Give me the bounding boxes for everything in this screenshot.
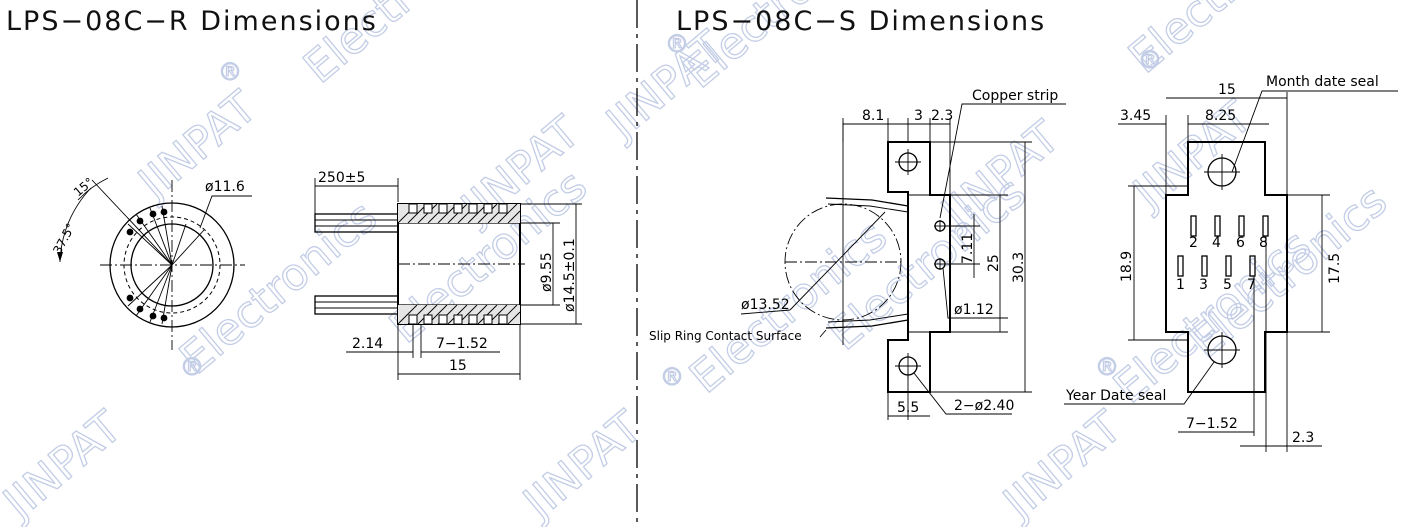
inner-height-label: 25 (986, 254, 1002, 272)
pin-slot (1201, 255, 1208, 277)
pin-number: 4 (1212, 235, 1221, 251)
pitch-offset-label: 2.14 (352, 336, 383, 352)
pin-slot (1238, 215, 1245, 237)
brush-arm (827, 203, 909, 213)
title-right: LPS−08C−S Dimensions (676, 6, 1046, 37)
contact-dot (160, 208, 168, 216)
angle-line (127, 223, 173, 266)
watermark-brand: JINPAT (127, 82, 266, 211)
angle-line (149, 264, 173, 323)
contact-dot (126, 228, 134, 236)
pin-slot (1262, 215, 1269, 237)
pin-slot (1177, 255, 1184, 277)
hole-offset-label: 5.5 (897, 400, 919, 416)
strip-width-3: 2.3 (931, 108, 953, 124)
front-half-width-label: 8.25 (1205, 108, 1236, 124)
front-left-offset-label: 3.45 (1120, 108, 1151, 124)
copper-strip-leader (939, 103, 1066, 219)
watermark-reg-mark: ® (218, 58, 242, 86)
angle-small-label: 15° (71, 175, 96, 199)
angle-arc-small (77, 177, 109, 201)
strip-width-1: 8.1 (862, 108, 884, 124)
pin-number: 2 (1189, 235, 1198, 251)
length-label: 15 (449, 358, 467, 374)
angle-line (161, 264, 173, 325)
watermark-reg-mark: ® (1138, 46, 1162, 74)
outer-circle (109, 202, 235, 328)
mount-hole-leader (913, 372, 1012, 415)
pin-slot (1249, 255, 1256, 277)
watermark-brand: JINPAT (992, 402, 1131, 527)
front-width-label: 15 (1218, 82, 1236, 98)
watermark-reg-mark: ® (665, 30, 689, 58)
watermark-reg-mark: ® (180, 353, 204, 381)
brush-arm (825, 319, 909, 329)
mount-holes-label: 2−ø2.40 (954, 398, 1014, 414)
pin-number: 5 (1223, 277, 1232, 293)
contact-dot (126, 294, 134, 302)
contact-dot (160, 314, 168, 322)
pin-number: 8 (1259, 235, 1268, 251)
bore-circle (130, 223, 214, 307)
pin-diameter-label: ø1.12 (954, 302, 994, 318)
angle-line (135, 264, 173, 317)
angle-line (161, 205, 173, 266)
pitch-circle (123, 216, 221, 314)
brush-arm (825, 197, 909, 207)
front-inner-height-label: 17.5 (1327, 253, 1343, 284)
title-left: LPS−08C−R Dimensions (6, 6, 378, 37)
pin-edge-label: 2.3 (1292, 430, 1314, 446)
pitch-label: 7−1.52 (436, 336, 488, 352)
pin-slot (1190, 215, 1197, 237)
arrow-head (57, 252, 63, 262)
inner-diameter-label: ø11.6 (205, 179, 245, 195)
angle-line (171, 229, 205, 266)
month-seal-leader (1231, 90, 1398, 173)
brush-side-view: 8.1 3 2.3 Copper strip 7.11 25 30.3 ø13.… (649, 88, 1066, 420)
contact-surface-label: Slip Ring Contact Surface (649, 329, 802, 343)
ring-diameter-leader (740, 309, 791, 315)
pin-slot (1214, 215, 1221, 237)
contact-leader (819, 329, 827, 338)
front-outer-height-label: 18.9 (1119, 251, 1135, 282)
watermark-brand: JINPAT (512, 402, 651, 527)
angle-line (171, 223, 187, 266)
pin-diameter-leader (942, 267, 1008, 319)
strip-width-2: 3 (914, 108, 923, 124)
year-seal-leader (1064, 361, 1215, 405)
brush-arm (827, 313, 909, 323)
side-view: 250±5 (314, 170, 582, 380)
angle-large-label: 37.5° (50, 221, 78, 256)
watermark-brand: JINPAT (0, 402, 131, 527)
total-height-label: 30.3 (1011, 252, 1027, 283)
wire-length-label: 250±5 (318, 170, 365, 186)
pin-pitch-label: 7−1.52 (1186, 416, 1238, 432)
brush-front-view: 2 4 6 8 1 3 5 7 15 3.45 8.25 Month date … (1064, 74, 1398, 452)
pin-number: 6 (1236, 235, 1245, 251)
ring-diameter-label: ø13.52 (741, 297, 790, 313)
watermark-reg-mark: ® (660, 363, 684, 391)
angle-line (135, 213, 173, 266)
month-seal-label: Month date seal (1266, 74, 1379, 90)
angle-line (127, 264, 173, 307)
copper-strip-label: Copper strip (972, 88, 1058, 104)
bore-diameter-label: ø9.55 (539, 252, 555, 292)
pin-number: 3 (1199, 277, 1208, 293)
contact-grooves (408, 203, 508, 325)
angle-line (91, 179, 173, 266)
ring-diameter-leader (789, 211, 886, 311)
slot-height-label: 7.11 (960, 233, 976, 264)
watermark-reg-mark: ® (1095, 353, 1119, 381)
diameter-leader (199, 195, 252, 229)
pin-number: 1 (1176, 277, 1185, 293)
angle-line (149, 207, 173, 266)
year-seal-label: Year Date seal (1065, 388, 1166, 404)
pin-slot (1225, 255, 1232, 277)
outer-diameter-label: ø14.5±0.1 (562, 238, 578, 312)
pin-number: 7 (1247, 277, 1256, 293)
